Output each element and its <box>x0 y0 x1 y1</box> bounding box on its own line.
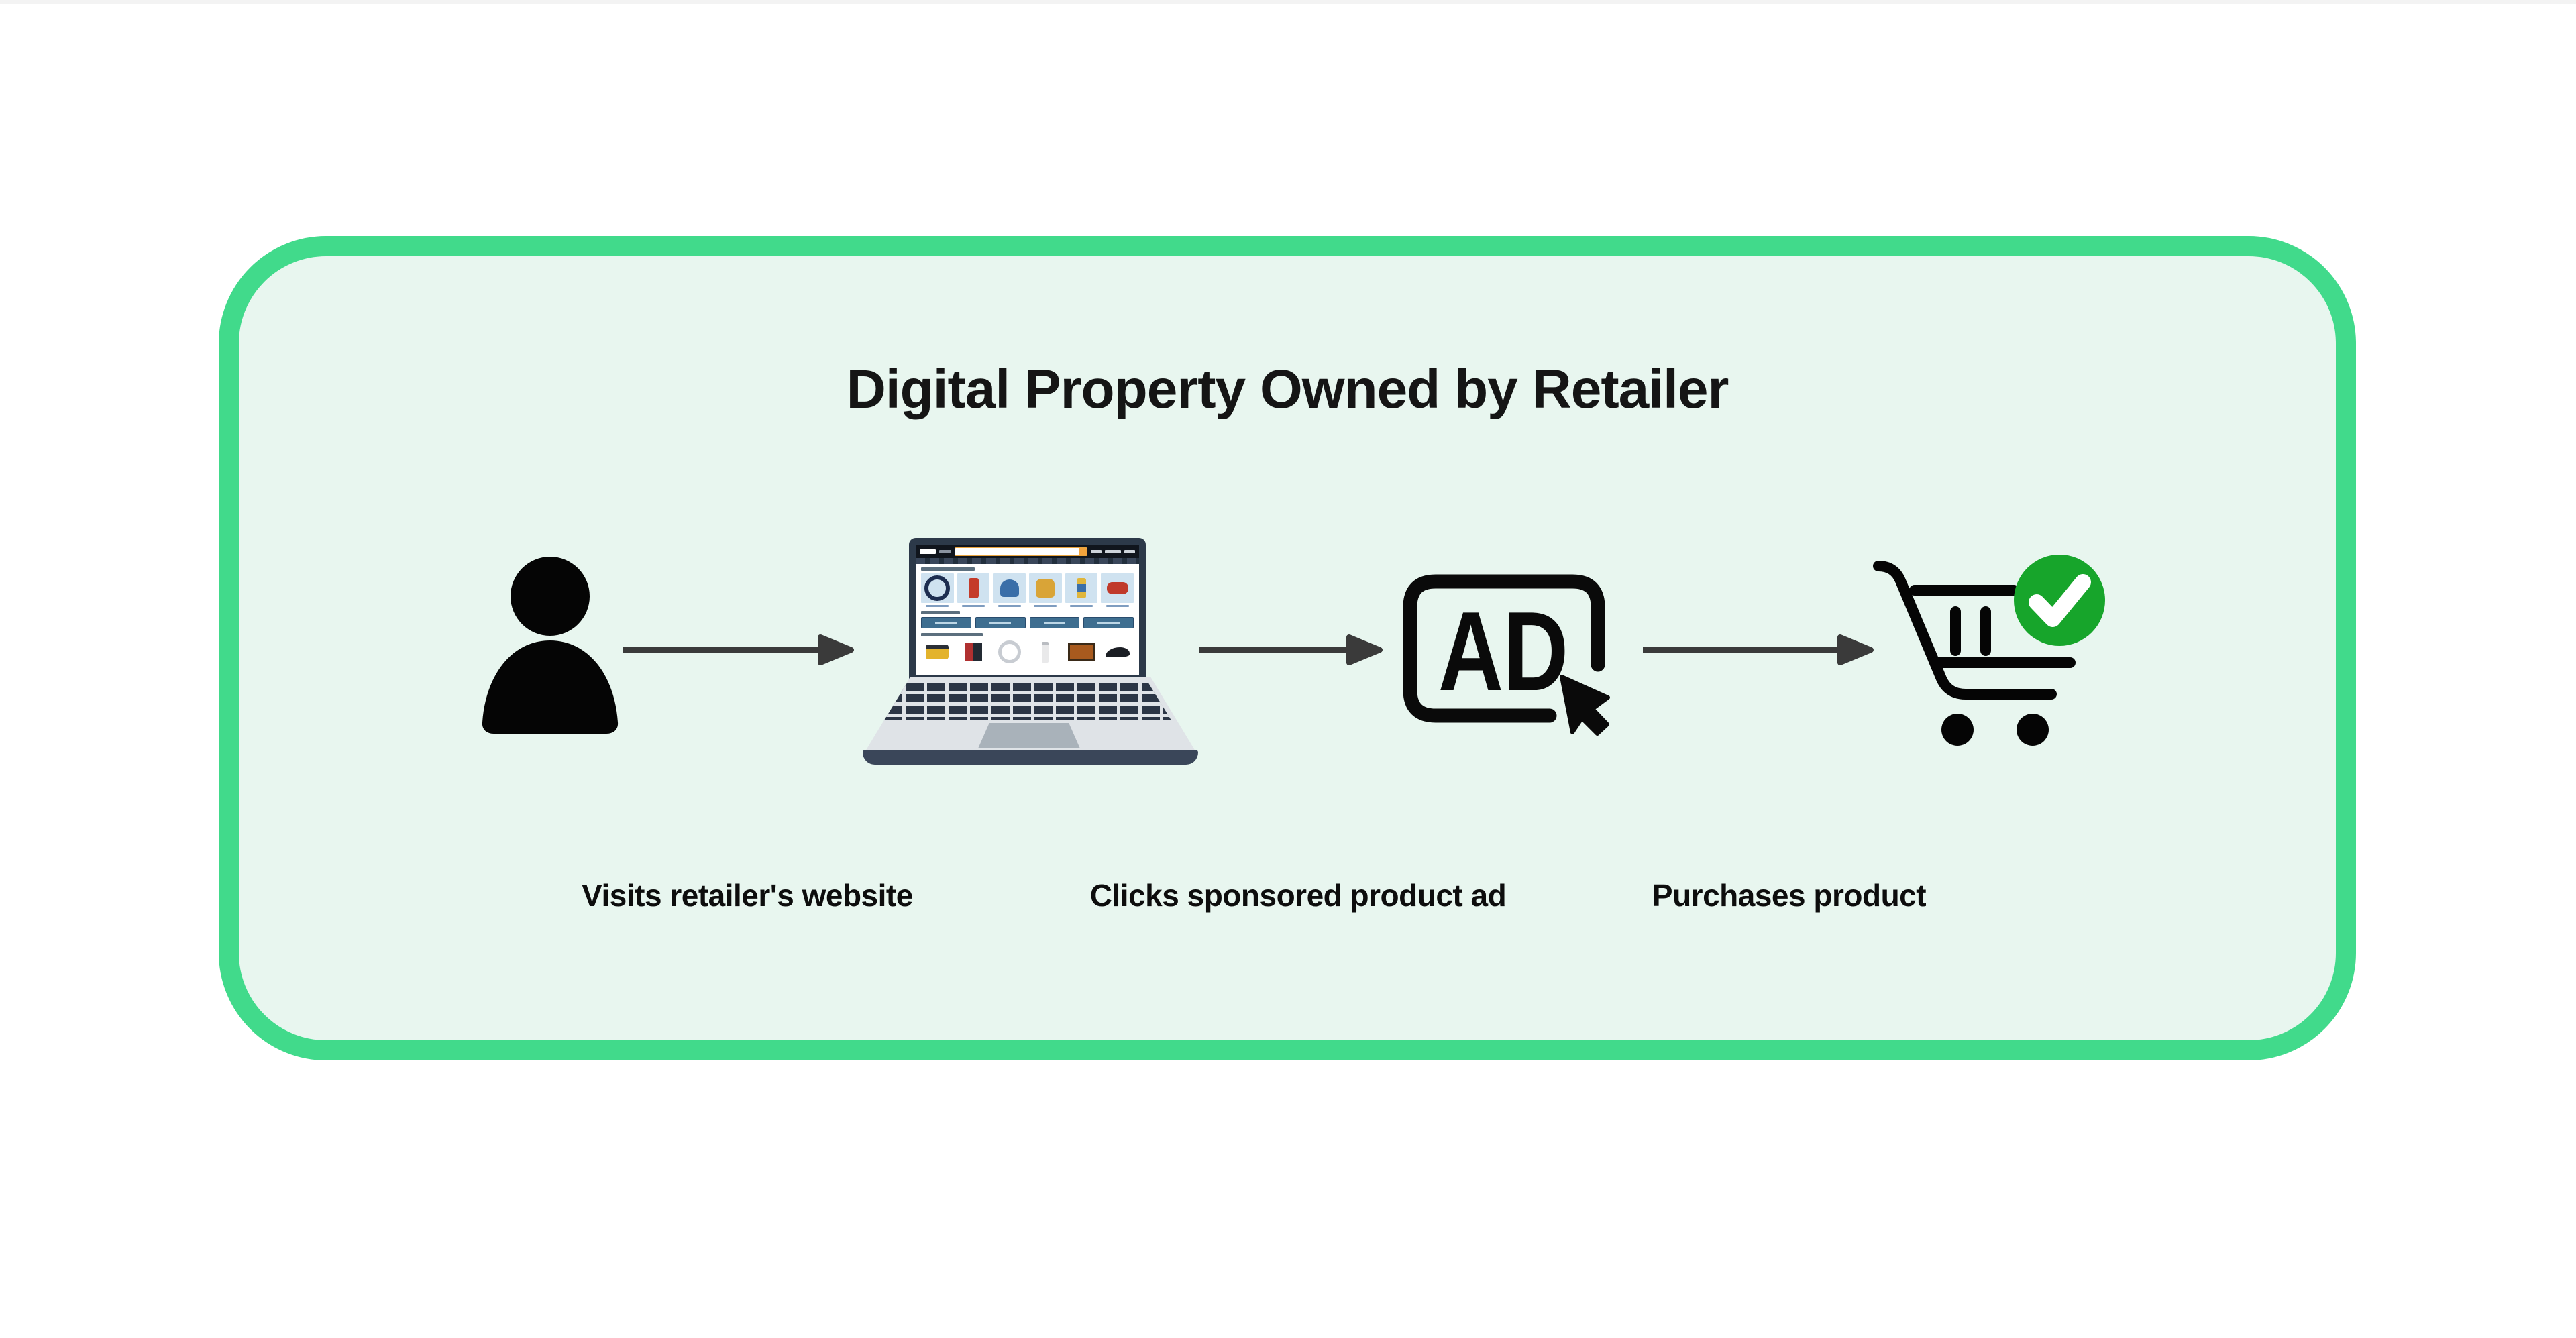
mini-product-image <box>993 573 1026 603</box>
mini-site-logo <box>920 549 936 554</box>
frame-title: Digital Property Owned by Retailer <box>846 359 1729 420</box>
mini-books-shape <box>964 643 982 661</box>
mini-product-card <box>993 573 1026 607</box>
ad-click-icon: AD <box>1403 574 1610 736</box>
mini-product-card <box>1101 573 1134 607</box>
mini-product-image <box>921 573 954 603</box>
mini-deal-button <box>975 617 1026 628</box>
mini-product-caption <box>998 605 1021 607</box>
mini-deal-button <box>1029 617 1080 628</box>
laptop-screen <box>916 545 1139 675</box>
mini-account-text <box>1091 549 1102 553</box>
page-top-edge <box>0 0 2576 4</box>
mini-button-text <box>935 621 957 624</box>
mini-cart-text <box>1124 549 1135 553</box>
mini-section-heading <box>921 633 983 636</box>
flow-arrow-3 <box>1643 634 1874 665</box>
flow-arrow-1 <box>623 634 854 665</box>
mini-deal-button <box>921 617 971 628</box>
ad-frame-outline <box>1403 574 1605 723</box>
mini-tumbler-shape <box>968 578 979 598</box>
step-label-purchase: Purchases product <box>1652 878 1927 913</box>
mini-headphones-shape <box>924 575 951 601</box>
mini-bottle-shape <box>1042 641 1049 663</box>
mini-orders-text <box>1105 549 1121 553</box>
mini-toolbox-shape <box>925 645 949 659</box>
cursor-icon <box>1560 675 1610 736</box>
mini-controller-shape <box>1106 582 1128 594</box>
mini-product-card <box>957 573 990 607</box>
laptop-trackpad <box>978 723 1080 748</box>
step-label-click-ad: Clicks sponsored product ad <box>1089 878 1507 913</box>
mini-product-caption <box>1034 605 1057 607</box>
mini-sprayer-shape <box>1077 578 1087 598</box>
mini-deal-button <box>1083 617 1134 628</box>
mini-backpack-shape <box>1036 579 1055 598</box>
mini-thumbnail <box>957 639 989 665</box>
mini-section-heading <box>921 567 975 571</box>
mini-product-row <box>921 573 1134 607</box>
cart-wheel-right <box>2017 714 2049 746</box>
mini-artwork-shape <box>1068 643 1095 661</box>
mini-product-caption <box>926 605 949 607</box>
mini-button-text <box>1097 621 1120 624</box>
mini-shoe-shape <box>1106 647 1130 657</box>
mini-site-body <box>916 564 1139 675</box>
mini-deal-buttons-row <box>921 617 1134 628</box>
mini-thumbnail <box>1065 639 1098 665</box>
mini-thumbnail <box>921 639 953 665</box>
cart-outline <box>1873 561 2076 700</box>
laptop-bottom-edge <box>863 750 1198 765</box>
mini-search-bar <box>955 547 1087 556</box>
laptop-keyboard <box>884 683 1171 720</box>
step-label-visit: Visits retailer's website <box>582 878 913 913</box>
mini-thumbnail <box>1029 639 1062 665</box>
mini-thumbnail <box>1102 639 1134 665</box>
person-icon <box>482 557 619 734</box>
mini-beanie-shape <box>1000 579 1019 597</box>
ad-badge-text: AD <box>1438 589 1568 715</box>
mini-product-caption <box>961 605 985 607</box>
mini-button-text <box>989 621 1012 624</box>
mini-site-navbar <box>916 558 1139 564</box>
cart-check-icon <box>1873 555 2105 746</box>
mini-thumbnail-row <box>921 639 1134 665</box>
mini-product-caption <box>1069 605 1093 607</box>
mini-section-heading <box>921 611 960 614</box>
mini-site-header <box>916 545 1139 558</box>
cart-wheel-left <box>1941 714 1974 746</box>
mini-product-image <box>1101 573 1134 603</box>
laptop-retail-website-icon <box>863 537 1198 766</box>
mini-product-image <box>1029 573 1062 603</box>
check-mark-icon <box>2029 574 2091 627</box>
mini-product-card <box>921 573 954 607</box>
mini-button-text <box>1043 621 1066 624</box>
mini-product-card <box>1029 573 1062 607</box>
mini-product-image <box>957 573 990 603</box>
mini-search-button <box>1079 547 1087 555</box>
mini-product-image <box>1065 573 1098 603</box>
flow-arrow-2 <box>1199 634 1383 665</box>
mini-thumbnail <box>993 639 1026 665</box>
mini-product-card <box>1065 573 1098 607</box>
mini-site-location-text <box>939 549 951 553</box>
mini-product-caption <box>1106 605 1129 607</box>
mini-headphones2-shape <box>998 640 1021 663</box>
